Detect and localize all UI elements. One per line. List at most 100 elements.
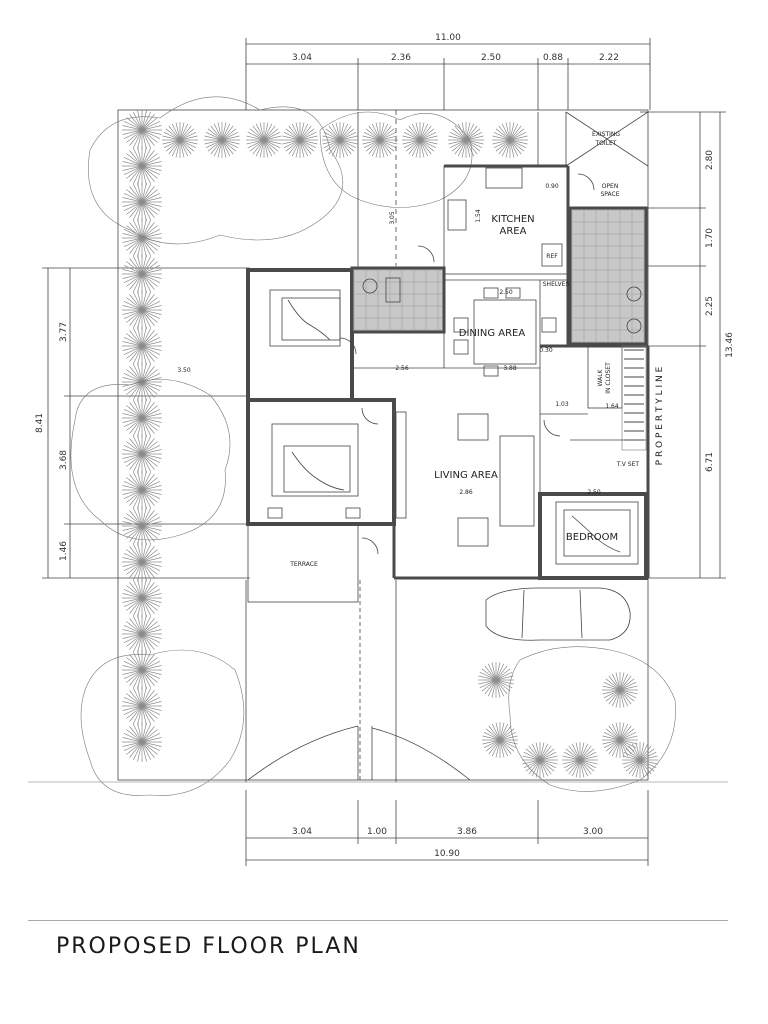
top-dim-1: 3.04 <box>292 53 312 63</box>
shelves-label: SHELVES <box>543 281 570 288</box>
tv-set-label: T.V SET <box>616 461 639 468</box>
walk-in-label: WALK <box>597 368 604 386</box>
bed-3 <box>555 501 639 565</box>
dim-250b: 2.50 <box>587 489 601 496</box>
right-total-dim: 13.46 <box>725 332 735 358</box>
bottom-total-dim: 10.90 <box>434 849 460 859</box>
right-dimensions <box>640 111 726 579</box>
existing-toilet-label: EXISTING <box>592 131 620 138</box>
tree-icon <box>122 398 162 438</box>
tree-icon <box>122 650 162 690</box>
bedroom-label: BEDROOM <box>566 532 618 543</box>
kitchen-fixtures <box>447 167 563 267</box>
dim-388: 3.88 <box>503 365 517 372</box>
top-dim-5: 2.22 <box>599 53 619 63</box>
tree-icon <box>478 662 514 698</box>
property-line-label: P R O P E R T Y L I N E <box>655 366 665 465</box>
dim-090: 0.90 <box>545 183 559 190</box>
tree-icon <box>562 742 598 778</box>
dim-286: 2.86 <box>459 489 473 496</box>
title-divider <box>28 920 728 921</box>
landscaping <box>122 110 658 778</box>
dim-256: 2.56 <box>395 365 409 372</box>
dim-030: 0.30 <box>539 347 553 354</box>
dim-164: 1.64 <box>605 403 619 410</box>
tree-icon <box>122 578 162 618</box>
staircase <box>624 349 644 441</box>
top-dim-2: 2.36 <box>391 53 411 63</box>
tree-icon <box>122 146 162 186</box>
tree-icon <box>122 470 162 510</box>
tree-icon <box>522 742 558 778</box>
tree-icon <box>122 434 162 474</box>
bottom-dim-3: 3.86 <box>457 827 477 837</box>
right-dim-2: 1.70 <box>705 228 715 248</box>
left-dimensions <box>42 267 250 579</box>
tree-icon <box>322 122 358 158</box>
bed-1 <box>269 289 341 347</box>
bed-2 <box>267 423 361 519</box>
tree-icon <box>122 686 162 726</box>
dim-305: 3.05 <box>389 211 396 225</box>
tree-icon <box>122 506 162 546</box>
tree-icon <box>246 122 282 158</box>
existing-toilet-label-2: TOILET <box>595 140 617 147</box>
tree-icon <box>162 122 198 158</box>
living-label: LIVING AREA <box>434 470 498 481</box>
tree-icon <box>282 122 318 158</box>
dim-154: 1.54 <box>475 209 482 223</box>
tree-icon <box>622 742 658 778</box>
kitchen-label-2: AREA <box>500 226 527 237</box>
tree-icon <box>402 122 438 158</box>
tree-icon <box>482 722 518 758</box>
tree-icon <box>122 110 162 150</box>
tree-icon <box>122 182 162 222</box>
right-dim-3: 2.25 <box>705 296 715 316</box>
left-dim-1: 3.77 <box>59 322 69 342</box>
toilet-fixtures <box>362 277 642 334</box>
left-dim-2: 3.68 <box>59 450 69 470</box>
tree-icon <box>362 122 398 158</box>
dim-103: 1.03 <box>555 401 569 408</box>
tree-icon <box>602 722 638 758</box>
left-total-dim: 8.41 <box>35 413 45 433</box>
left-dim-3: 1.46 <box>59 541 69 561</box>
tree-icon <box>492 122 528 158</box>
door-swings <box>339 173 595 555</box>
drawing-title: PROPOSED FLOOR PLAN <box>56 934 361 959</box>
top-dim-4: 0.88 <box>543 53 563 63</box>
tree-icon <box>602 672 638 708</box>
tree-icon <box>122 614 162 654</box>
open-space-label: OPEN <box>602 183 619 190</box>
right-dim-4: 6.71 <box>705 452 715 472</box>
bottom-dim-4: 3.00 <box>583 827 603 837</box>
top-dimensions <box>245 38 651 110</box>
tree-icon <box>122 290 162 330</box>
tree-icon <box>204 122 240 158</box>
tree-icon <box>122 218 162 258</box>
living-furniture <box>395 411 535 547</box>
tree-icon <box>122 722 162 762</box>
top-dim-3: 2.50 <box>481 53 501 63</box>
dim-250: 2.50 <box>499 289 513 296</box>
walk-in-label-2: IN CLOSET <box>605 362 612 394</box>
dim-350: 3.50 <box>177 367 191 374</box>
tree-icon <box>448 122 484 158</box>
terrace-label: TERRACE <box>289 561 318 568</box>
tree-icon <box>122 542 162 582</box>
top-total-dim: 11.00 <box>435 33 461 43</box>
ref-label: REF <box>546 253 558 260</box>
bottom-dim-2: 1.00 <box>367 827 387 837</box>
car-outline <box>485 587 631 641</box>
dining-set <box>453 287 557 377</box>
canopy-outlines <box>70 96 676 796</box>
kitchen-label: KITCHEN <box>491 214 534 225</box>
bottom-dim-1: 3.04 <box>292 827 312 837</box>
tree-icon <box>122 254 162 294</box>
gate <box>247 725 471 781</box>
bottom-dimensions <box>245 790 649 866</box>
right-dim-1: 2.80 <box>705 150 715 170</box>
tree-icon <box>122 326 162 366</box>
interior-lines <box>245 110 649 782</box>
